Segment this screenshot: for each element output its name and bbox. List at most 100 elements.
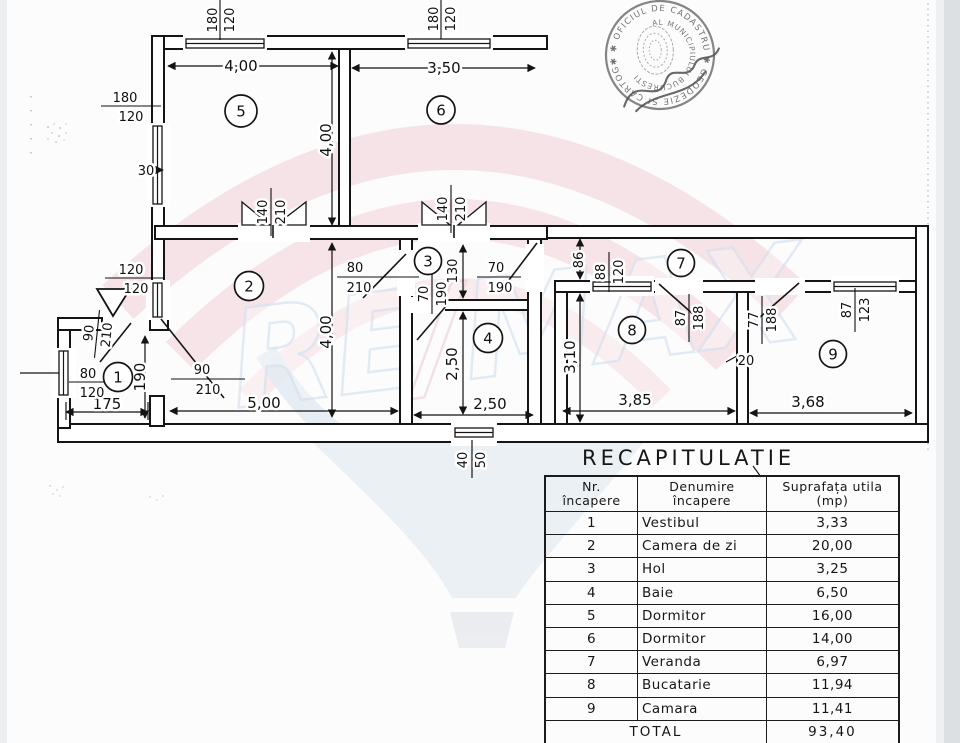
balloon-top-stripe-3 (239, 278, 671, 407)
svg-text:120: 120 (612, 260, 627, 285)
svg-text:3: 3 (423, 253, 433, 271)
svg-text:5: 5 (236, 103, 246, 121)
label-door12: 90 210 (171, 361, 245, 401)
room-numbers: 1 2 3 4 5 6 7 8 9 (102, 94, 848, 393)
door-3-4-leaf (416, 304, 448, 341)
label-win9: 87 123 (838, 288, 876, 332)
svg-text:90: 90 (194, 363, 211, 378)
room-number-9: 9 (818, 339, 848, 369)
cell-nr: 7 (544, 650, 638, 675)
cell-name: Vestibul (637, 510, 767, 536)
room-number-5: 5 (224, 94, 258, 128)
cell-area: 16,00 (765, 603, 900, 628)
svg-text:140: 140 (256, 200, 271, 225)
door-2-3-leaf (362, 253, 407, 299)
svg-text:180: 180 (113, 91, 138, 106)
svg-text:2: 2 (244, 278, 254, 296)
svg-text:190: 190 (435, 282, 450, 307)
svg-text:88: 88 (594, 264, 609, 281)
dimension-labels: 4,00 3,50 4,00 4,00 5,00 175 190 130 2,5… (90, 55, 827, 416)
recapitulation-section: RECAPITULATIE Nr. încapere Denumire înca… (544, 446, 900, 743)
svg-text:188: 188 (692, 306, 707, 331)
dim-room5-width: 4,00 (224, 57, 257, 75)
dim-room5-height: 4,00 (317, 123, 335, 156)
svg-text:80: 80 (347, 261, 364, 276)
door-7-8-leaf (658, 283, 704, 324)
dim-veranda-height: 86 (572, 252, 587, 269)
svg-text:1: 1 (113, 369, 123, 387)
door-6-3-leaf-left (421, 200, 452, 226)
label-winL1: 180 120 (101, 89, 161, 128)
svg-text:190: 190 (488, 281, 513, 296)
door-1-2-leaf (160, 318, 225, 399)
cell-nr: 6 (544, 626, 638, 652)
cell-nr: 3 (544, 557, 638, 582)
dim-room8-width: 3,85 (618, 391, 651, 409)
svg-text:120: 120 (80, 386, 105, 401)
svg-text:188: 188 (765, 308, 780, 333)
cell-name: Camera de zi (637, 534, 767, 559)
svg-text:50: 50 (474, 452, 489, 469)
dim-room6-width: 3,50 (427, 59, 460, 77)
recapitulation-title: RECAPITULATIE (582, 446, 796, 470)
svg-text:210: 210 (196, 383, 221, 398)
doors (99, 200, 800, 399)
dim-room2-height: 4,00 (317, 315, 335, 348)
svg-text:120: 120 (119, 110, 144, 125)
cell-area: 14,00 (765, 626, 900, 652)
header-denumire: Denumire încapere (637, 475, 767, 512)
svg-text:210: 210 (454, 197, 469, 222)
cell-area: 6,50 (765, 580, 900, 605)
label-win5: 180 120 (204, 0, 241, 40)
recapitulation-table: Nr. încapere Denumire încapere Suprafața… (544, 475, 900, 743)
label-win1: 80 120 (69, 365, 113, 404)
svg-text:9: 9 (828, 346, 838, 364)
svg-text:87: 87 (840, 302, 855, 319)
dim-room4-height: 2,50 (443, 347, 461, 380)
svg-text:80: 80 (80, 367, 97, 382)
total-value: 93,40 (765, 719, 900, 743)
cell-name: Camara (637, 696, 767, 721)
cell-area: 20,00 (765, 534, 900, 559)
windows (20, 38, 897, 438)
svg-text:120: 120 (124, 282, 149, 297)
svg-text:180: 180 (206, 8, 221, 33)
wall-thickness-8-9: 20 (738, 354, 755, 369)
room-number-1: 1 (102, 361, 134, 393)
cell-nr: 2 (544, 534, 638, 559)
dim-room3-height: 130 (446, 259, 461, 284)
header-suprafata: Suprafața utila (mp) (765, 475, 900, 512)
cell-name: Veranda (637, 650, 767, 675)
cell-name: Bucatarie (637, 673, 767, 698)
total-label: TOTAL (544, 719, 767, 743)
header-nr: Nr. încapere (544, 475, 638, 512)
label-door-entry: 90 210 (79, 309, 119, 358)
svg-text:70: 70 (417, 286, 432, 303)
door-6-3-leaf-right (456, 200, 487, 226)
door-7-9-leaf (758, 282, 800, 319)
label-win6: 180 120 (425, 0, 462, 39)
cell-area: 3,33 (765, 510, 900, 536)
svg-text:210: 210 (99, 322, 117, 348)
cell-name: Baie (637, 580, 767, 605)
table-total-row: TOTAL 93,40 (544, 719, 900, 743)
cell-name: Dormitor (637, 603, 767, 628)
cell-nr: 4 (544, 580, 638, 605)
dim-room9-width: 3,68 (791, 393, 824, 411)
balloon-bottom-cone (298, 428, 655, 598)
svg-text:210: 210 (274, 200, 289, 225)
room-number-3: 3 (413, 246, 443, 276)
scan-speckles (30, 96, 164, 501)
cell-nr: 1 (544, 510, 638, 536)
label-win4: 40 50 (454, 449, 492, 471)
watermark-max-text: MAX (453, 213, 818, 411)
dim-room2-width: 5,00 (247, 394, 280, 412)
svg-text:140: 140 (436, 197, 451, 222)
